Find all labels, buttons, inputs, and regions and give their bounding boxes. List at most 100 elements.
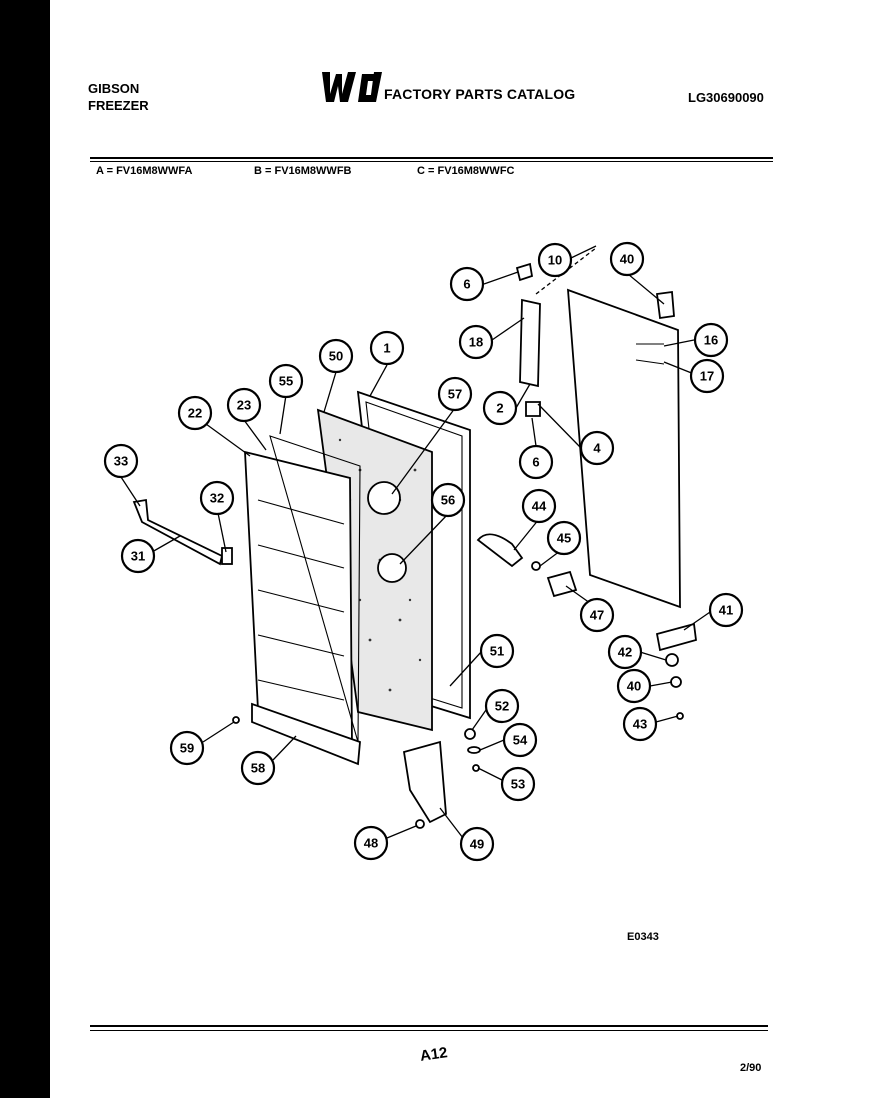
bar-clip [221, 547, 233, 565]
detail-circle-56 [377, 553, 407, 583]
callout-52: 52 [484, 688, 520, 724]
callout-label: 58 [251, 761, 265, 776]
callout-label: 2 [496, 401, 503, 416]
callout-label: 10 [548, 253, 562, 268]
callout-44: 44 [521, 488, 557, 524]
callout-label: 56 [441, 493, 455, 508]
callout-45: 45 [546, 520, 582, 556]
callout-54: 54 [502, 722, 538, 758]
callout-label: 54 [513, 733, 528, 748]
detail-circle-57 [367, 481, 401, 515]
cap-top [515, 262, 534, 282]
callout-label: 45 [557, 531, 571, 546]
hinge-pin [670, 676, 682, 688]
callout-4: 4 [579, 430, 615, 466]
brand-block: GIBSON FREEZER [88, 80, 149, 114]
stop-bracket [464, 728, 476, 740]
callout-51: 51 [479, 633, 515, 669]
callout-33: 33 [103, 443, 139, 479]
hinge-bushing [665, 653, 679, 667]
callout-label: 44 [532, 499, 547, 514]
callout-31: 31 [120, 538, 156, 574]
rail-screw [232, 716, 240, 724]
callout-label: 40 [627, 679, 641, 694]
callout-50: 50 [318, 338, 354, 374]
callout-55: 55 [268, 363, 304, 399]
latch-spring [531, 561, 541, 571]
callout-6-top: 6 [449, 266, 485, 302]
callout-label: 31 [131, 549, 145, 564]
callout-18: 18 [458, 324, 494, 360]
footer-rule-thin [90, 1030, 768, 1031]
model-a: A = FV16M8WWFA [96, 165, 193, 177]
callout-label: 59 [180, 741, 194, 756]
callout-49: 49 [459, 826, 495, 862]
callout-23: 23 [226, 387, 262, 423]
callout-42: 42 [607, 634, 643, 670]
callout-label: 33 [114, 454, 128, 469]
callout-label: 52 [495, 699, 509, 714]
callout-label: 48 [364, 836, 378, 851]
top-hinge [655, 290, 675, 320]
cover-screw [415, 819, 425, 829]
callout-43: 43 [622, 706, 658, 742]
callout-17: 17 [689, 358, 725, 394]
callout-label: 6 [532, 455, 539, 470]
callout-label: 18 [469, 335, 483, 350]
callout-57: 57 [437, 376, 473, 412]
callout-label: 22 [188, 406, 202, 421]
callout-label: 53 [511, 777, 525, 792]
callout-label: 49 [470, 837, 484, 852]
figure-code: E0343 [627, 931, 659, 943]
outer-door-panel [566, 288, 681, 609]
callout-label: 32 [210, 491, 224, 506]
callout-label: 47 [590, 608, 604, 623]
latch-block [546, 570, 578, 598]
callout-32: 32 [199, 480, 235, 516]
callout-label: 51 [490, 644, 504, 659]
header-rule-thin [90, 161, 773, 162]
door-handle [519, 298, 541, 388]
catalog-title: FACTORY PARTS CATALOG [384, 86, 576, 102]
callout-label: 40 [620, 252, 634, 267]
model-c: C = FV16M8WWFC [417, 165, 515, 177]
washer [467, 746, 481, 754]
callout-16: 16 [693, 322, 729, 358]
catalog-number: LG30690090 [688, 90, 764, 105]
callout-40-top: 40 [609, 241, 645, 277]
callout-58: 58 [240, 750, 276, 786]
hinge-cover [402, 740, 447, 824]
callout-label: 23 [237, 398, 251, 413]
product-type: FREEZER [88, 98, 149, 113]
revision-date: 2/90 [740, 1062, 762, 1074]
callout-6-bottom: 6 [518, 444, 554, 480]
callout-label: 6 [463, 277, 470, 292]
callout-10: 10 [537, 242, 573, 278]
callout-59: 59 [169, 730, 205, 766]
callout-label: 55 [279, 374, 293, 389]
footer-rule [90, 1025, 768, 1027]
latch-handle [476, 533, 524, 568]
callout-label: 17 [700, 369, 714, 384]
callout-label: 41 [719, 603, 733, 618]
callout-40-bottom: 40 [616, 668, 652, 704]
callout-label: 1 [383, 341, 390, 356]
brand-name: GIBSON [88, 81, 140, 96]
callout-1: 1 [369, 330, 405, 366]
callout-53: 53 [500, 766, 536, 802]
callout-41: 41 [708, 592, 744, 628]
callout-47: 47 [579, 597, 615, 633]
wci-logo [322, 72, 382, 102]
callout-label: 4 [593, 441, 601, 456]
callout-label: 50 [329, 349, 343, 364]
callout-label: 16 [704, 333, 718, 348]
callout-label: 42 [618, 645, 632, 660]
callout-22: 22 [177, 395, 213, 431]
callout-2: 2 [482, 390, 518, 426]
callout-label: 43 [633, 717, 647, 732]
cap-bottom [525, 401, 541, 417]
callout-label: 57 [448, 387, 462, 402]
callout-48: 48 [353, 825, 389, 861]
